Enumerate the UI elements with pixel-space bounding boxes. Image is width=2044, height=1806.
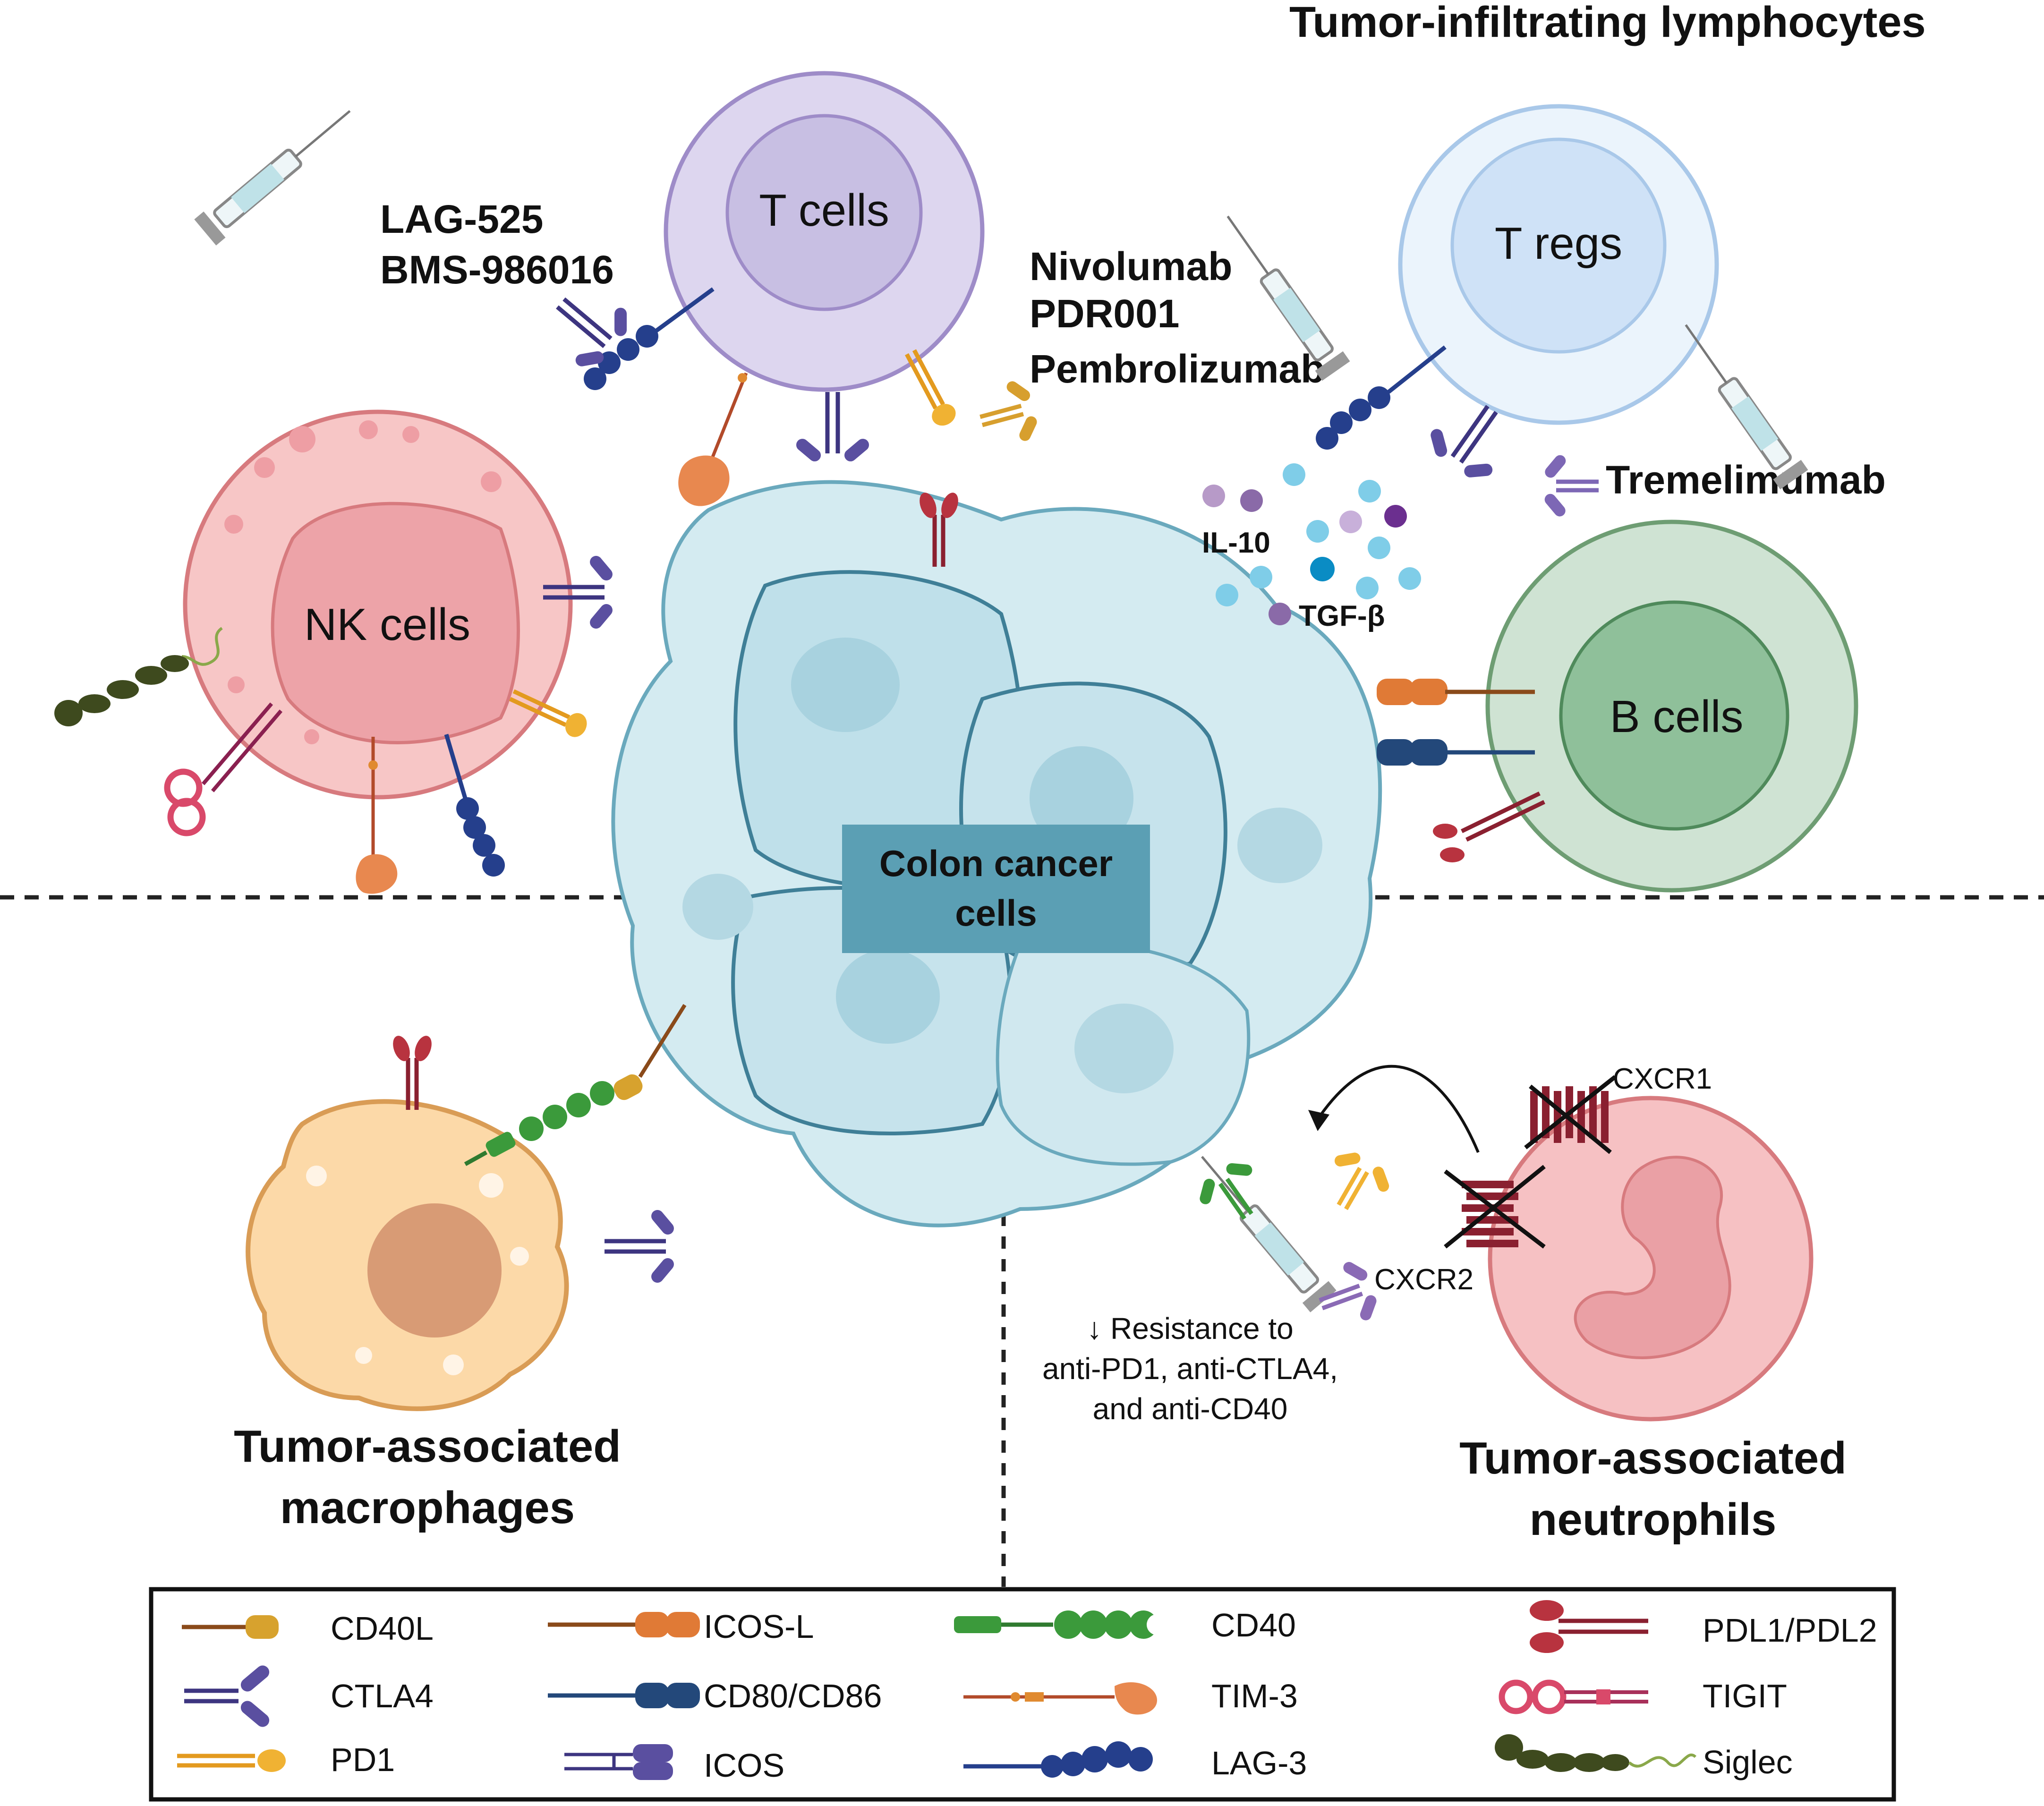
macrophage: Tumor-associated macrophages <box>234 1099 621 1533</box>
tigit-receptor-icon <box>164 702 283 836</box>
legend-label-pd1: PD1 <box>331 1741 395 1778</box>
siglec-receptor-icon <box>54 627 223 726</box>
lag3-receptor-icon <box>444 733 505 877</box>
legend-tim3-icon <box>963 1682 1157 1715</box>
pd1-drug-label: Nivolumab <box>1030 244 1232 289</box>
legend-pd1-icon <box>177 1749 286 1772</box>
cd40l-receptor-icon <box>613 1004 687 1100</box>
ctla4-receptor-icon <box>605 1208 676 1286</box>
syringe-icon <box>1201 1156 1337 1312</box>
legend-icos-icon <box>564 1744 673 1780</box>
macrophage-label-line2: macrophages <box>280 1482 575 1533</box>
legend-siglec-icon <box>1495 1734 1697 1772</box>
legend-label-icosl: ICOS-L <box>704 1608 814 1645</box>
cxcr1-receptor-icon <box>1524 1075 1617 1154</box>
lag-drug-label: LAG-525 <box>380 197 543 241</box>
anti-ctla4-antibody-icon <box>1544 455 1599 517</box>
syringe-icon <box>1685 324 1808 490</box>
legend-label-lag3: LAG-3 <box>1211 1745 1307 1781</box>
t-reg-cell: T regs <box>1398 104 1719 425</box>
legend-cd40l-icon <box>182 1615 279 1639</box>
tgfb-label: TGF-β <box>1299 600 1385 632</box>
icosl-receptor-icon <box>1377 679 1535 705</box>
resistance-label-line2: anti-PD1, anti-CTLA4, <box>1042 1352 1338 1386</box>
pd1-drug-label-line2: PDR001 <box>1030 291 1180 336</box>
colon-cancer-cluster: Colon cancer cells <box>611 480 1382 1227</box>
pd1-drug-label-line3: Pembrolizumab <box>1030 347 1325 391</box>
legend-label-tigit: TIGIT <box>1703 1678 1787 1714</box>
nk-cell: NK cells <box>183 409 573 800</box>
syringe-icon <box>1226 215 1350 381</box>
ctla4-receptor-icon <box>794 392 872 464</box>
b-cell: B cells <box>1485 520 1858 893</box>
cxcr2-receptor-icon <box>1444 1165 1546 1249</box>
cytokine-cluster <box>1202 463 1421 625</box>
lag3-receptor-icon <box>584 287 715 390</box>
anti-ctla4-antibody-icon <box>1200 1163 1253 1220</box>
legend-label-icos: ICOS <box>704 1747 784 1784</box>
t-cells-label: T cells <box>759 185 889 236</box>
cd40-receptor-icon <box>464 1081 614 1166</box>
legend-label-siglec: Siglec <box>1703 1744 1793 1780</box>
legend-label-cd40: CD40 <box>1211 1607 1296 1644</box>
lag3-receptor-icon <box>1316 345 1447 450</box>
pdl1-receptor-icon <box>1433 791 1545 862</box>
legend-label-tim3: TIM-3 <box>1211 1678 1298 1714</box>
anti-pd1-antibody-icon <box>1334 1152 1389 1210</box>
resistance-label: ↓ Resistance to <box>1087 1312 1294 1346</box>
curved-arrow-icon <box>1308 1065 1480 1153</box>
tim3-receptor-icon <box>356 737 398 894</box>
nk-cells-label: NK cells <box>304 599 470 650</box>
legend-label-pdl1-pdl2: PDL1/PDL2 <box>1703 1612 1877 1649</box>
cxcr2-label: CXCR2 <box>1374 1263 1473 1296</box>
anti-pd1-antibody-icon <box>979 381 1037 441</box>
cxcr1-label: CXCR1 <box>1613 1063 1712 1095</box>
legend: CD40L CTLA4 PD1 ICOS-L CD80/CD86 ICOS <box>149 1587 1896 1802</box>
legend-label-ctla4: CTLA4 <box>331 1678 434 1714</box>
lag-drug-label-line2: BMS-986016 <box>380 247 614 292</box>
ctla4-drug-label: Tremelimumab <box>1606 458 1886 502</box>
legend-cd80-cd86-icon <box>548 1683 700 1708</box>
syringe-icon <box>194 110 351 246</box>
il10-label: IL-10 <box>1202 527 1270 559</box>
colon-cancer-label-line2: cells <box>955 892 1037 934</box>
legend-cd40-icon <box>954 1610 1167 1639</box>
pdl1-receptor-icon <box>390 1033 434 1110</box>
resistance-label-line3: and anti-CD40 <box>1093 1392 1288 1426</box>
page-title: Tumor-infiltrating lymphocytes <box>1289 0 1926 46</box>
tim3-receptor-icon <box>678 372 748 506</box>
macrophage-label: Tumor-associated <box>234 1421 621 1472</box>
legend-pdl1-pdl2-icon <box>1530 1600 1648 1653</box>
t-cell: T cells <box>664 71 985 392</box>
legend-icosl-icon <box>548 1612 700 1637</box>
neutrophil-label-line2: neutrophils <box>1530 1494 1777 1545</box>
cd80-cd86-receptor-icon <box>1377 739 1535 766</box>
neutrophil: Tumor-associated neutrophils <box>1459 1096 1847 1545</box>
legend-tigit-icon <box>1499 1679 1648 1714</box>
legend-ctla4-icon <box>184 1665 270 1727</box>
anti-cd40-antibody-icon <box>1319 1262 1377 1320</box>
colon-cancer-label-box <box>842 825 1150 953</box>
legend-label-cd80-cd86: CD80/CD86 <box>704 1678 882 1714</box>
neutrophil-label: Tumor-associated <box>1459 1433 1847 1483</box>
colon-cancer-label: Colon cancer <box>879 843 1113 884</box>
b-cells-label: B cells <box>1610 691 1744 742</box>
legend-lag3-icon <box>963 1741 1153 1778</box>
pd1-receptor-icon <box>900 347 960 430</box>
legend-label-cd40l: CD40L <box>331 1610 434 1647</box>
t-regs-label: T regs <box>1495 218 1622 269</box>
